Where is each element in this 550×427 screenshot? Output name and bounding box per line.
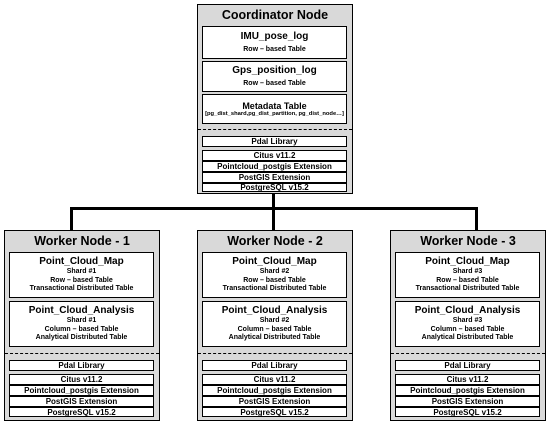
coordinator-node-title: Coordinator Node: [221, 8, 329, 22]
connector-worker-3: [475, 207, 478, 231]
library-citus: Citus v11.2: [395, 374, 540, 385]
table-desc: Row – based Table: [243, 45, 306, 53]
coordinator-table-imu-pose-log: IMU_pose_log Row – based Table: [202, 26, 347, 59]
library-postgresql: PostgreSQL v15.2: [9, 407, 154, 417]
divider-dashed: [391, 353, 545, 354]
worker-table-point-cloud-analysis: Point_Cloud_Analysis Shard #3 Column – b…: [395, 301, 540, 347]
coordinator-table-metadata: Metadata Table [pg_dist_shard,pg_dist_pa…: [202, 94, 347, 124]
table-type: Row – based Table: [436, 276, 499, 284]
worker-node-title: Worker Node - 3: [420, 234, 516, 248]
worker-node-1: Worker Node - 1 Point_Cloud_Map Shard #1…: [4, 230, 160, 421]
library-pointcloud-postgis: Pointcloud_postgis Extension: [202, 161, 347, 172]
library-postgis: PostGIS Extension: [395, 396, 540, 407]
library-pointcloud-postgis: Pointcloud_postgis Extension: [9, 385, 154, 396]
table-type: Column – based Table: [430, 325, 505, 333]
library-pdal: Pdal Library: [9, 360, 154, 371]
connector-worker-1: [70, 207, 73, 231]
worker-table-point-cloud-map: Point_Cloud_Map Shard #1 Row – based Tab…: [9, 252, 154, 298]
table-shard: Shard #3: [452, 268, 483, 276]
table-shard: Shard #2: [259, 317, 290, 325]
table-name: Point_Cloud_Map: [425, 256, 510, 268]
table-type: Row – based Table: [243, 276, 306, 284]
worker-node-title: Worker Node - 1: [34, 234, 130, 248]
table-distribution: Transactional Distributed Table: [29, 285, 134, 293]
library-pdal: Pdal Library: [202, 136, 347, 147]
table-distribution: Analytical Distributed Table: [228, 334, 321, 342]
worker-table-point-cloud-map: Point_Cloud_Map Shard #3 Row – based Tab…: [395, 252, 540, 298]
coordinator-node: Coordinator Node IMU_pose_log Row – base…: [197, 4, 353, 194]
coordinator-table-gps-position-log: Gps_position_log Row – based Table: [202, 61, 347, 92]
divider-dashed: [198, 353, 352, 354]
worker-node-2: Worker Node - 2 Point_Cloud_Map Shard #2…: [197, 230, 353, 421]
divider-dashed: [5, 353, 159, 354]
table-shard: Shard #3: [452, 317, 483, 325]
table-distribution: Analytical Distributed Table: [421, 334, 514, 342]
table-shard: Shard #1: [66, 317, 97, 325]
library-pointcloud-postgis: Pointcloud_postgis Extension: [395, 385, 540, 396]
library-citus: Citus v11.2: [202, 150, 347, 161]
table-distribution: Analytical Distributed Table: [35, 334, 128, 342]
table-type: Row – based Table: [50, 276, 113, 284]
table-name: Point_Cloud_Analysis: [221, 305, 328, 317]
table-shard: Shard #1: [66, 268, 97, 276]
table-name: Point_Cloud_Map: [232, 256, 317, 268]
library-pdal: Pdal Library: [202, 360, 347, 371]
table-shard: Shard #2: [259, 268, 290, 276]
library-postgresql: PostgreSQL v15.2: [395, 407, 540, 417]
table-name: IMU_pose_log: [240, 30, 309, 42]
table-type: Column – based Table: [44, 325, 119, 333]
connector-worker-2: [272, 207, 275, 231]
worker-table-point-cloud-analysis: Point_Cloud_Analysis Shard #1 Column – b…: [9, 301, 154, 347]
worker-table-point-cloud-map: Point_Cloud_Map Shard #2 Row – based Tab…: [202, 252, 347, 298]
table-desc: Row – based Table: [243, 79, 306, 87]
divider-dashed: [198, 129, 352, 130]
library-postgresql: PostgreSQL v15.2: [202, 407, 347, 417]
library-citus: Citus v11.2: [202, 374, 347, 385]
worker-node-title: Worker Node - 2: [227, 234, 323, 248]
library-citus: Citus v11.2: [9, 374, 154, 385]
table-name: Metadata Table: [242, 100, 307, 111]
table-distribution: Transactional Distributed Table: [415, 285, 520, 293]
library-postgresql: PostgreSQL v15.2: [202, 183, 347, 192]
table-type: Column – based Table: [237, 325, 312, 333]
worker-node-3: Worker Node - 3 Point_Cloud_Map Shard #3…: [390, 230, 546, 421]
library-postgis: PostGIS Extension: [202, 396, 347, 407]
connector-trunk: [272, 193, 275, 209]
table-desc: [pg_dist_shard,pg_dist_partition, pg_dis…: [205, 110, 344, 117]
table-name: Gps_position_log: [232, 64, 317, 76]
library-postgis: PostGIS Extension: [202, 172, 347, 183]
table-name: Point_Cloud_Analysis: [414, 305, 521, 317]
worker-table-point-cloud-analysis: Point_Cloud_Analysis Shard #2 Column – b…: [202, 301, 347, 347]
table-name: Point_Cloud_Map: [39, 256, 124, 268]
table-name: Point_Cloud_Analysis: [28, 305, 135, 317]
library-postgis: PostGIS Extension: [9, 396, 154, 407]
library-pdal: Pdal Library: [395, 360, 540, 371]
table-distribution: Transactional Distributed Table: [222, 285, 327, 293]
library-pointcloud-postgis: Pointcloud_postgis Extension: [202, 385, 347, 396]
